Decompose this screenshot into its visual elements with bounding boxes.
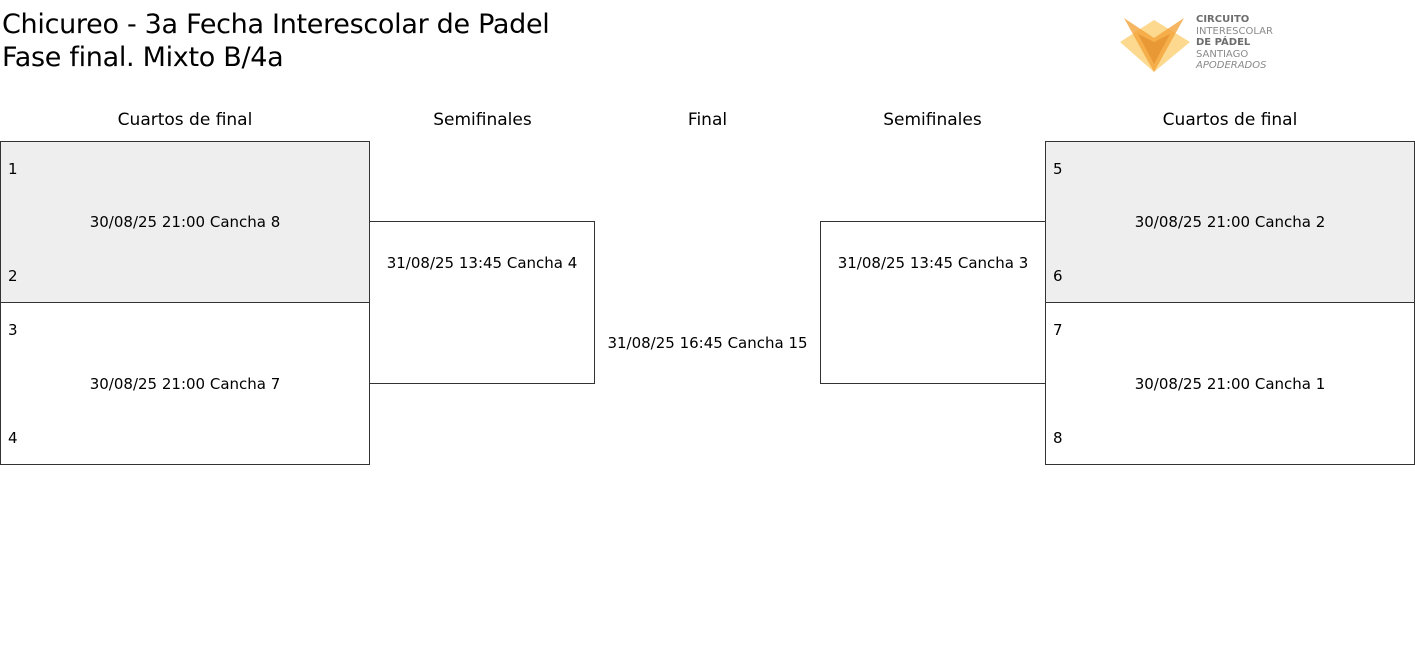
seed-label: 5 xyxy=(1053,160,1063,178)
seed-label: 4 xyxy=(8,429,18,447)
round-header-left-quarters: Cuartos de final xyxy=(117,110,253,130)
seed-label: 1 xyxy=(8,160,18,178)
round-header-right-quarters: Cuartos de final xyxy=(1162,110,1298,130)
match-qf2[interactable]: 3 30/08/25 21:00 Cancha 7 4 xyxy=(0,302,370,465)
match-final[interactable]: 31/08/25 16:45 Cancha 15 xyxy=(607,334,808,352)
match-qf1[interactable]: 1 30/08/25 21:00 Cancha 8 2 xyxy=(0,141,370,303)
seed-label: 8 xyxy=(1053,429,1063,447)
page-title: Chicureo - 3a Fecha Interescolar de Pade… xyxy=(2,9,550,40)
circuit-logo: CIRCUITO INTERESCOLAR DE PÁDEL SANTIAGO … xyxy=(1118,14,1280,76)
page-subtitle: Fase final. Mixto B/4a xyxy=(2,42,284,73)
logo-text: CIRCUITO INTERESCOLAR DE PÁDEL SANTIAGO … xyxy=(1196,14,1273,72)
fox-logo-icon xyxy=(1120,18,1190,72)
logo-text-line5: APODERADOS xyxy=(1196,60,1267,71)
round-header-right-semis: Semifinales xyxy=(883,110,982,130)
match-qf3[interactable]: 5 30/08/25 21:00 Cancha 2 6 xyxy=(1045,141,1415,303)
seed-label: 3 xyxy=(8,321,18,339)
logo-text-line4: SANTIAGO xyxy=(1196,48,1249,60)
match-schedule: 31/08/25 13:45 Cancha 3 xyxy=(837,254,1029,272)
seed-label: 2 xyxy=(8,267,18,285)
round-header-final: Final xyxy=(687,110,728,130)
match-sf2[interactable]: 31/08/25 13:45 Cancha 3 xyxy=(820,221,1046,384)
match-qf4[interactable]: 7 30/08/25 21:00 Cancha 1 8 xyxy=(1045,302,1415,465)
seed-label: 7 xyxy=(1053,321,1063,339)
match-sf1[interactable]: 31/08/25 13:45 Cancha 4 xyxy=(369,221,595,384)
logo-text-line1: CIRCUITO xyxy=(1196,14,1250,25)
match-schedule: 30/08/25 21:00 Cancha 8 xyxy=(89,213,281,231)
seed-label: 6 xyxy=(1053,267,1063,285)
bracket-page: Chicureo - 3a Fecha Interescolar de Pade… xyxy=(0,9,1415,465)
match-schedule: 30/08/25 21:00 Cancha 7 xyxy=(89,375,281,393)
round-header-left-semis: Semifinales xyxy=(433,110,532,130)
match-schedule: 30/08/25 21:00 Cancha 2 xyxy=(1134,213,1326,231)
logo-text-line2: INTERESCOLAR xyxy=(1196,25,1273,37)
logo-text-line3: DE PÁDEL xyxy=(1196,37,1251,48)
match-schedule: 30/08/25 21:00 Cancha 1 xyxy=(1134,375,1326,393)
match-schedule: 31/08/25 13:45 Cancha 4 xyxy=(386,254,578,272)
